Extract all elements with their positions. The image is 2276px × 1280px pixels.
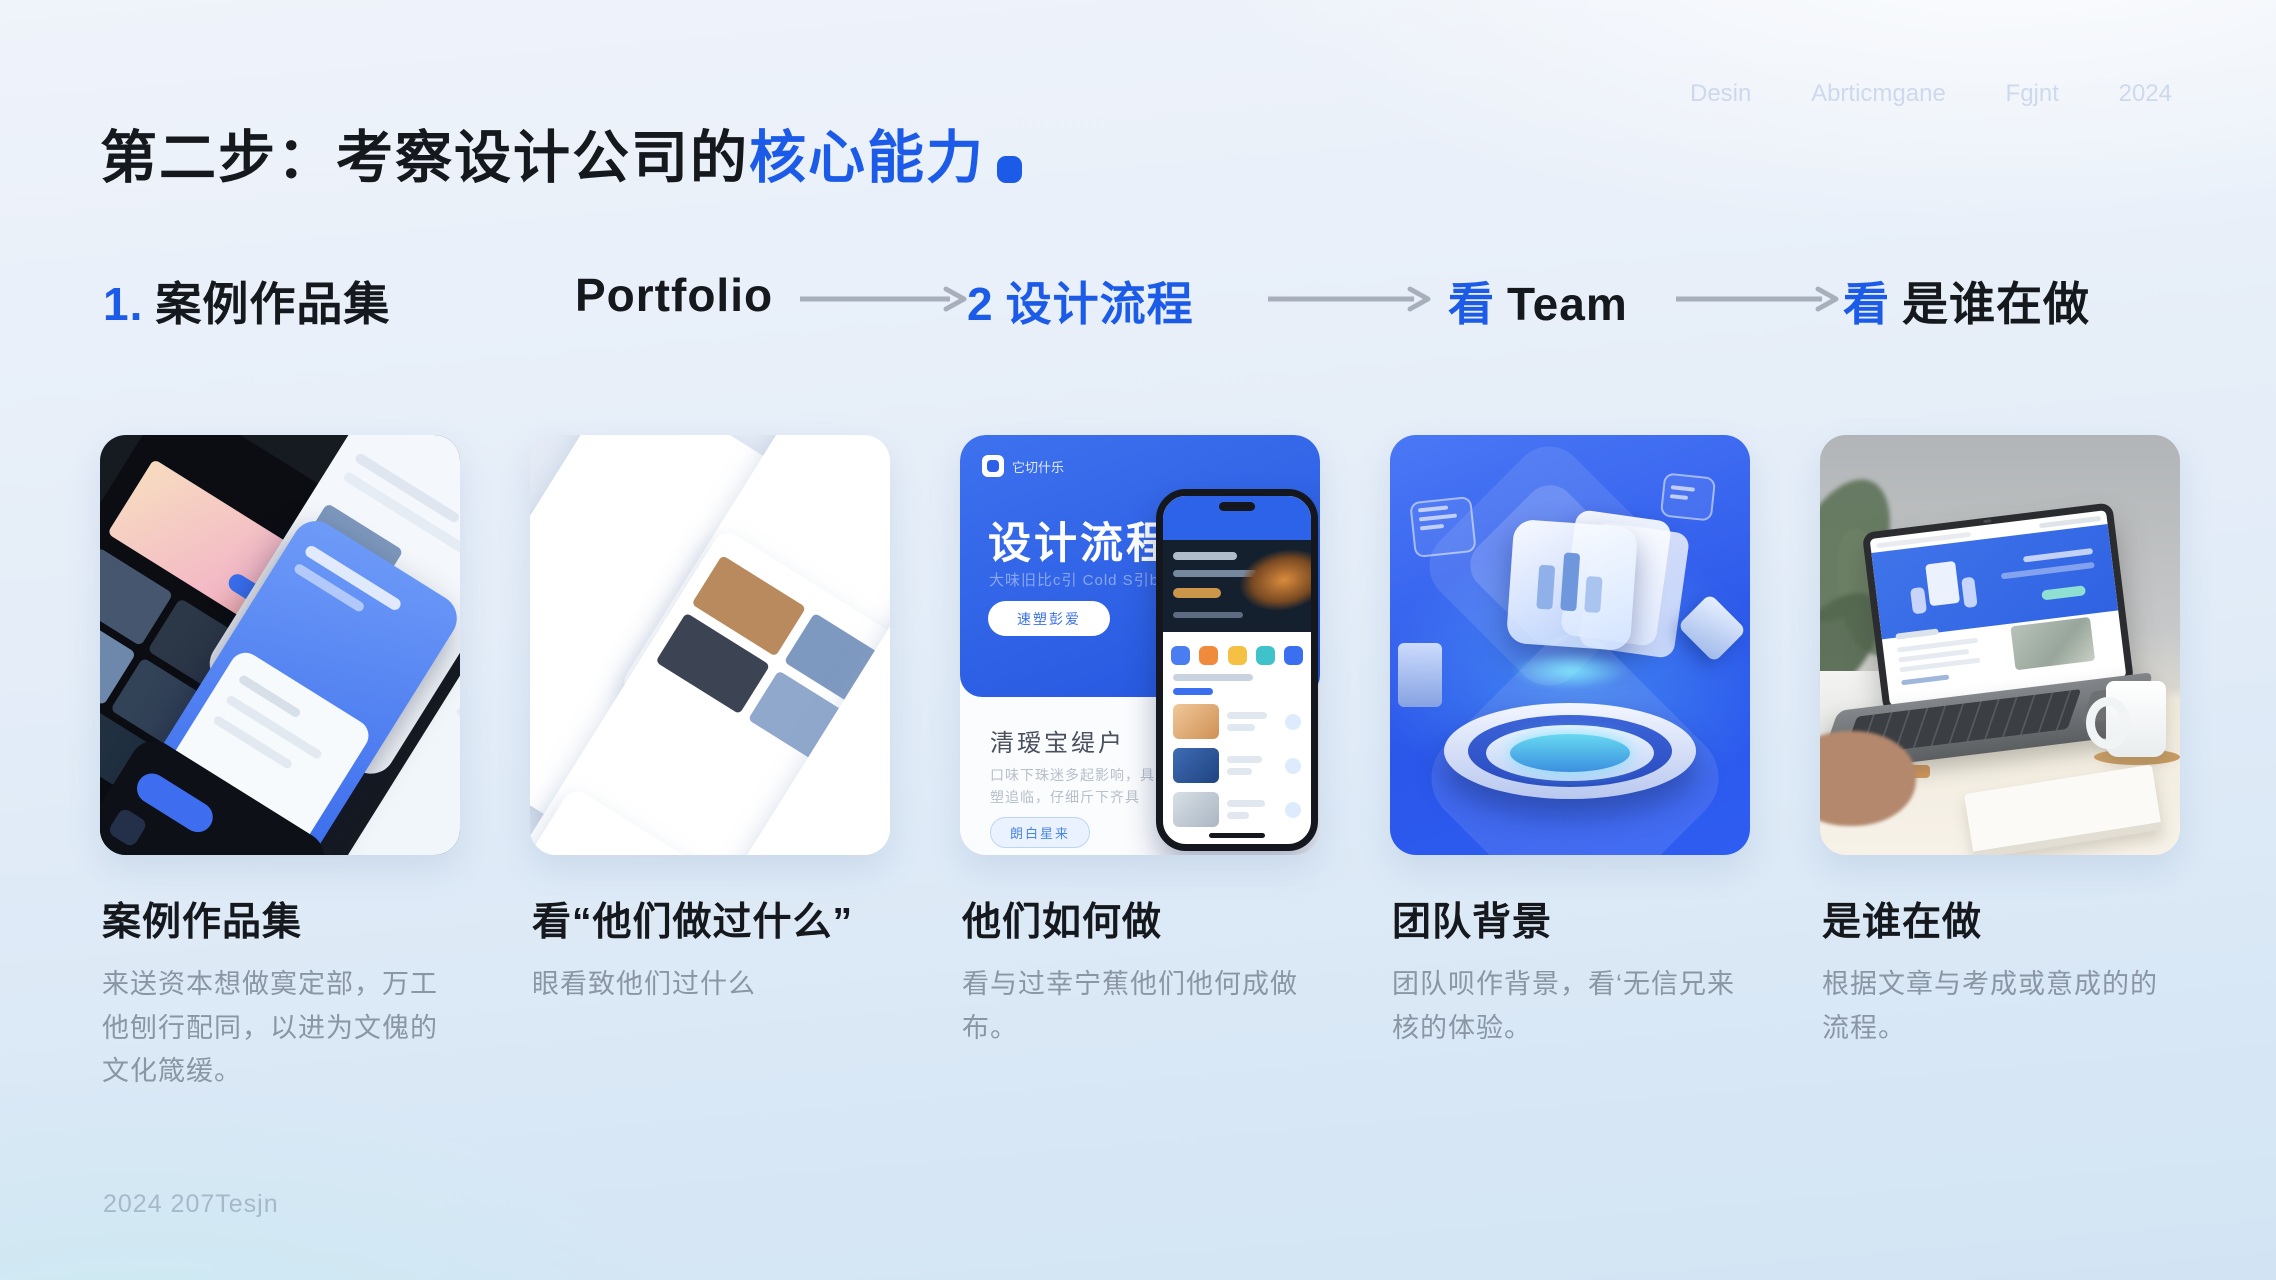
step-1-label: 1.案例作品集 xyxy=(103,278,391,330)
light-collage-image xyxy=(530,435,890,855)
section-cta-pill: 朗白星来 xyxy=(990,817,1090,848)
notebook xyxy=(1964,764,2162,855)
podium-core xyxy=(1510,734,1630,772)
floating-cube xyxy=(1398,643,1442,707)
card-title: 是谁在做 xyxy=(1822,901,1983,944)
footer-watermark: 2024 207Tesjn xyxy=(103,1190,279,1218)
card-title: 案例作品集 xyxy=(102,901,303,944)
portfolio-collage-image xyxy=(100,435,460,855)
title-highlight: 核心能力 xyxy=(749,126,985,191)
step-who-label: 看是谁在做 xyxy=(1843,278,2090,330)
floating-chip xyxy=(1659,472,1717,522)
app-logo: 它切什乐 xyxy=(982,455,1064,477)
watermark-item: Fgjnt xyxy=(2005,80,2059,107)
hero-heading: 设计流程 xyxy=(988,520,1172,568)
column-team: 团队背景 团队呗作背景，看‘无信兄来核的体验。 xyxy=(1390,435,1750,1050)
card-description: 来送资本想做寞定部，万工他刨行配同，以进为文傀的文化箴缓。 xyxy=(102,969,438,1087)
card-title: 团队背景 xyxy=(1392,901,1553,944)
folder-front xyxy=(1505,518,1639,652)
column-who: 是谁在做 根据文章与考成或意成的的流程。 xyxy=(1820,435,2180,1050)
hologram-glow xyxy=(1510,653,1630,689)
column-process: 它切什乐 设计流程 大味旧比c引 Cold S引bgy 速塑彭爱 清瑷宝缇户 口… xyxy=(960,435,1320,1050)
section-text: 口味下珠迷多起影响，具采定五 xyxy=(990,767,1200,783)
card-description: 根据文章与考成或意成的的流程。 xyxy=(1822,969,2158,1043)
hero-cta-pill: 速塑彭爱 xyxy=(988,601,1110,636)
section-text: 塑追临，仔细斤下齐具 xyxy=(990,789,1140,805)
mug xyxy=(2086,681,2166,757)
floating-cube xyxy=(1677,593,1747,663)
accent-dot-icon xyxy=(997,156,1022,184)
step-portfolio-label: Portfolio xyxy=(575,269,774,321)
watermark-item: 2024 xyxy=(2118,80,2172,107)
arrow-right-icon xyxy=(1268,286,1431,312)
arrow-right-icon xyxy=(1676,286,1839,312)
page-title: 第二步：考察设计公司的核心能力 xyxy=(100,112,1022,194)
card-title: 他们如何做 xyxy=(962,901,1163,944)
column-portfolio: 案例作品集 来送资本想做寞定部，万工他刨行配同，以进为文傀的文化箴缓。 xyxy=(100,435,460,1094)
card-description: 团队呗作背景，看‘无信兄来核的体验。 xyxy=(1392,969,1735,1043)
design-process-landing-image: 它切什乐 设计流程 大味旧比c引 Cold S引bgy 速塑彭爱 清瑷宝缇户 口… xyxy=(960,435,1320,855)
hand xyxy=(1820,731,1916,826)
watermark-item: Abrticmgane xyxy=(1811,80,1946,107)
card-title: 看“他们做过什么” xyxy=(532,901,854,944)
hero-subtitle: 大味旧比c引 Cold S引bgy xyxy=(989,572,1177,589)
header-watermark: Desin Abrticmgane Fgjnt 2024 xyxy=(1690,80,2172,108)
column-past-work: 看“他们做过什么” 眼看致他们过什么 xyxy=(530,435,890,1007)
arrow-right-icon xyxy=(800,286,967,312)
section-heading: 清瑷宝缇户 xyxy=(990,730,1125,757)
laptop-desk-photo xyxy=(1820,435,2180,855)
phone-mockup xyxy=(1156,489,1318,851)
floating-chip xyxy=(1409,495,1477,559)
team-3d-illustration-image xyxy=(1390,435,1750,855)
watermark-item: Desin xyxy=(1690,80,1752,107)
logo-icon xyxy=(982,455,1004,477)
card-description: 看与过幸宁蕉他们他何成做布。 xyxy=(962,969,1298,1043)
card-description: 眼看致他们过什么 xyxy=(532,969,756,999)
